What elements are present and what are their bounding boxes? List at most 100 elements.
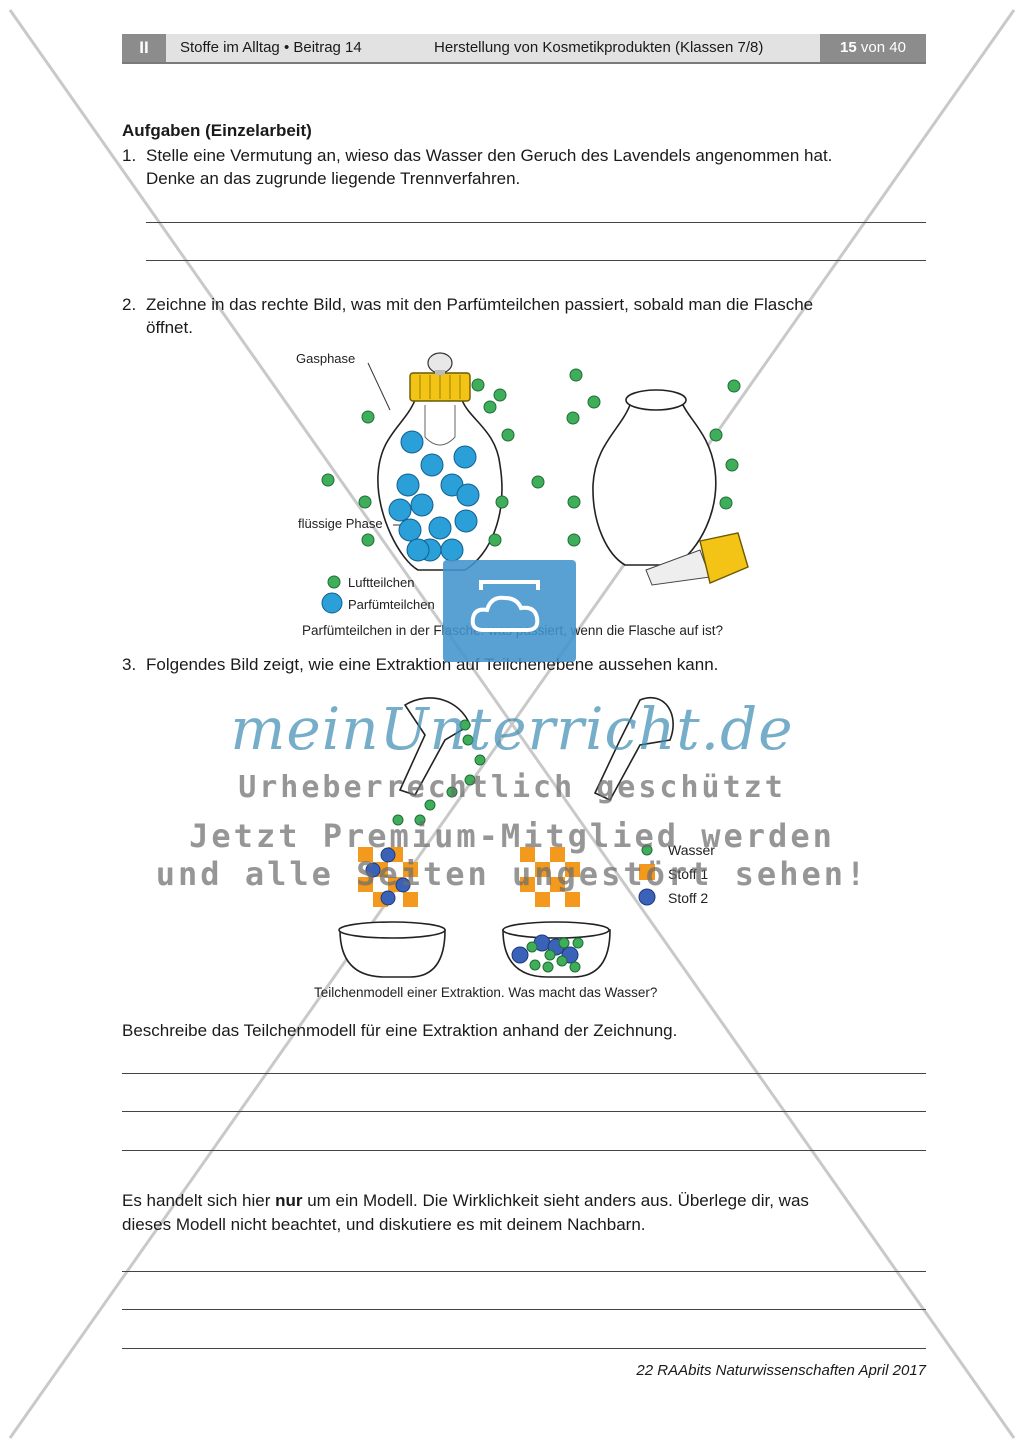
model-part1: Es handelt sich hier [122, 1191, 276, 1210]
air-particle [587, 395, 601, 409]
header-series: Stoffe im Alltag • Beitrag 14 [180, 39, 362, 56]
answer-line[interactable] [122, 1271, 926, 1272]
legend-water-dot [641, 844, 653, 856]
air-particle [567, 533, 581, 547]
answer-line[interactable] [122, 1309, 926, 1310]
perfume-particle [398, 518, 422, 542]
perfume-particle [440, 538, 464, 562]
task1-number: 1. [122, 146, 137, 165]
air-particle [709, 428, 723, 442]
stoff1-particle [550, 877, 565, 892]
answer-line[interactable] [122, 1073, 926, 1074]
answer-line[interactable] [122, 1348, 926, 1349]
air-particle [567, 495, 581, 509]
legend-stoff2-label: Stoff 2 [668, 890, 709, 906]
perfume-particle [388, 498, 412, 522]
air-particle [358, 495, 372, 509]
stoff1-particle [403, 892, 418, 907]
stoff2-particle [380, 847, 396, 863]
task2-number: 2. [122, 295, 137, 314]
perfume-particle [453, 445, 477, 469]
stoff2-particle [511, 946, 529, 964]
task3-number: 3. [122, 655, 137, 674]
watermark-copyright: Urheberrechtlich geschützt [238, 770, 786, 805]
perfume-particle [400, 430, 424, 454]
air-particle [495, 495, 509, 509]
perfume-particle [428, 516, 452, 540]
perfume-particle [406, 538, 430, 562]
air-particle [727, 379, 741, 393]
stoff2-particle [395, 877, 411, 893]
bowl-left [339, 929, 446, 978]
extraction-illustration [338, 697, 674, 978]
open-bottle [592, 389, 749, 586]
stoff1-particle [403, 862, 418, 877]
header-roman-numeral: II [122, 34, 166, 62]
figure2-caption: Teilchenmodell einer Extraktion. Was mac… [314, 985, 658, 1000]
air-particle [569, 368, 583, 382]
stoff1-particle [520, 847, 535, 862]
water-particle [446, 786, 458, 798]
task1-line1: Stelle eine Vermutung an, wieso das Wass… [146, 146, 833, 165]
perfume-particle [454, 509, 478, 533]
bottle-illustration [321, 352, 749, 614]
answer-line[interactable] [146, 222, 926, 223]
task2-line1: Zeichne in das rechte Bild, was mit den … [146, 295, 814, 314]
water-particle [544, 949, 556, 961]
water-particle [526, 941, 538, 953]
answer-line[interactable] [146, 260, 926, 261]
task2-line2: öffnet. [146, 318, 193, 337]
flask-right [593, 697, 674, 802]
model-line2: dieses Modell nicht beachtet, und diskut… [122, 1215, 646, 1234]
air-particle [361, 533, 375, 547]
water-particle [459, 719, 471, 731]
perfume-particle [396, 473, 420, 497]
task1-line2: Denke an das zugrunde liegende Trennverf… [146, 169, 521, 188]
footer-source: 22 RAAbits Naturwissenschaften April 201… [636, 1362, 926, 1379]
watermark-logo: meinUnterricht.de [230, 695, 794, 763]
model-line1: Es handelt sich hier nur um ein Modell. … [122, 1190, 926, 1212]
answer-line[interactable] [122, 1111, 926, 1112]
perfume-particle [410, 493, 434, 517]
stoff1-particle [358, 877, 373, 892]
legend-stoff1-square [639, 864, 655, 880]
stoff2-particle [380, 890, 396, 906]
describe-prompt: Beschreibe das Teilchenmodell für eine E… [122, 1021, 678, 1040]
legend-perfume-dot [321, 592, 343, 614]
legend-water-label: Wasser [668, 842, 715, 858]
page-total: von 40 [856, 39, 906, 56]
page-header: II Stoffe im Alltag • Beitrag 14 Herstel… [122, 34, 926, 64]
water-particle [464, 774, 476, 786]
water-particle [529, 959, 541, 971]
legend-stoff2-dot [638, 888, 656, 906]
legend-air-label: Luftteilchen [348, 575, 415, 590]
air-particle [501, 428, 515, 442]
perfume-particle [420, 453, 444, 477]
model-part2: um ein Modell. Die Wirklichkeit sieht an… [302, 1191, 809, 1210]
perfume-particle [456, 483, 480, 507]
water-particle [414, 814, 426, 826]
water-particle [474, 754, 486, 766]
section-heading: Aufgaben (Einzelarbeit) [122, 121, 312, 140]
air-particle [566, 411, 580, 425]
water-particle [424, 799, 436, 811]
legend-air-dot [327, 575, 341, 589]
legend-perfume-label: Parfümteilchen [348, 597, 435, 612]
stoff1-particle [550, 847, 565, 862]
air-particle [719, 496, 733, 510]
header-page-number: 15 von 40 [820, 34, 926, 62]
watermark-premium: Jetzt Premium-Mitglied werden [189, 817, 835, 855]
air-particle [531, 475, 545, 489]
water-particle [569, 961, 581, 973]
air-particle [493, 388, 507, 402]
water-particle [542, 961, 554, 973]
answer-line[interactable] [122, 1150, 926, 1151]
stoff2-particle [365, 862, 381, 878]
stoff1-particle [535, 862, 550, 877]
label-gas-phase: Gasphase [296, 351, 356, 366]
water-particle [392, 814, 404, 826]
label-liquid-phase: flüssige Phase [298, 516, 383, 531]
air-particle [361, 410, 375, 424]
stoff1-particle [535, 892, 550, 907]
